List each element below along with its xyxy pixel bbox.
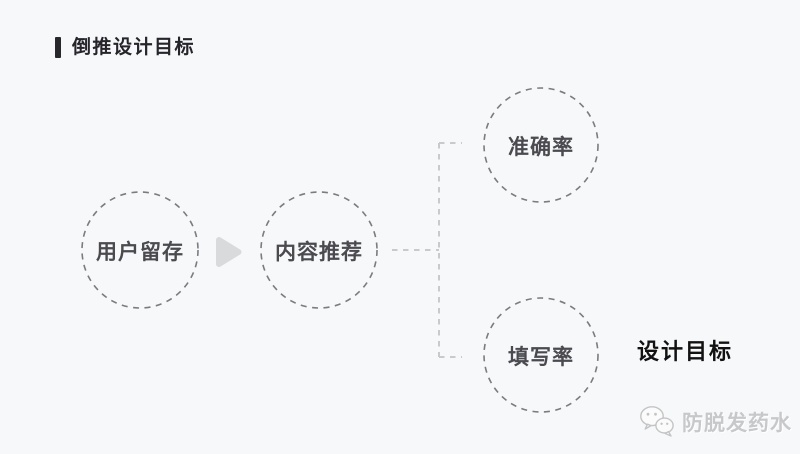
node-label-accuracy-rate: 准确率 xyxy=(508,136,574,159)
title-accent-bar xyxy=(55,37,61,58)
design-goal-annotation: 设计目标 xyxy=(637,339,734,364)
node-label-content-recommendation: 内容推荐 xyxy=(275,241,363,264)
bracket-connector xyxy=(392,142,462,358)
page-title: 倒推设计目标 xyxy=(72,37,196,58)
node-label-fill-rate: 填写率 xyxy=(508,346,574,369)
node-circle-content-recommendation xyxy=(260,191,378,309)
flow-arrow-icon xyxy=(216,237,242,267)
node-label-user-retention: 用户留存 xyxy=(96,241,184,264)
node-circle-user-retention xyxy=(81,191,199,309)
node-circle-fill-rate xyxy=(483,297,599,413)
header: 倒推设计目标 xyxy=(55,36,195,59)
watermark-text: 防脱发药水 xyxy=(682,411,792,435)
node-circle-accuracy-rate xyxy=(483,87,599,203)
watermark: 防脱发药水 xyxy=(639,405,792,438)
wechat-icon xyxy=(640,406,674,437)
